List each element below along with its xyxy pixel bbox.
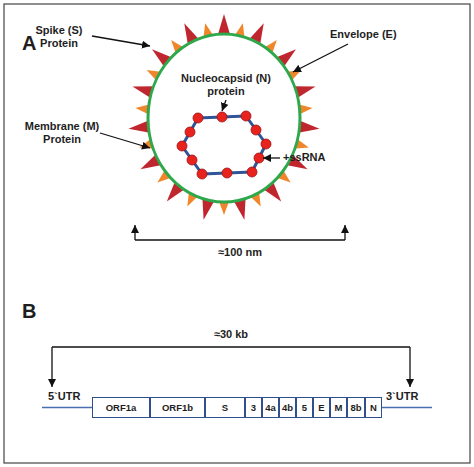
- gene-box: E: [313, 397, 330, 418]
- part-label: Membrane (M) Protein: [22, 120, 102, 146]
- gene-name: N: [370, 402, 377, 413]
- nucleocapsid-protein: [177, 141, 187, 151]
- leader-lines: [92, 36, 348, 158]
- viral-envelope: [148, 34, 300, 202]
- bracket-arrow: [51, 347, 52, 387]
- gene-name: 4a: [265, 402, 276, 413]
- part-label: +ssRNA: [283, 151, 343, 164]
- gene-box: 5: [296, 397, 313, 418]
- bracket-arrow: [409, 347, 410, 387]
- nucleocapsid-dots: [177, 111, 271, 179]
- length-bracket: [52, 347, 410, 387]
- region-label: 3`UTR: [386, 390, 436, 403]
- nucleocapsid-protein: [254, 153, 264, 163]
- gene-box: S: [205, 397, 245, 418]
- nucleocapsid-protein: [251, 125, 261, 135]
- gene-box: 4b: [279, 397, 296, 418]
- gene-name: M: [335, 402, 343, 413]
- bracket-arrow: [134, 225, 135, 240]
- part-label: Nucleocapsid (N) protein: [176, 72, 276, 98]
- nucleocapsid-protein: [187, 155, 197, 165]
- nucleocapsid-protein: [193, 113, 203, 123]
- gene-box: N: [365, 397, 382, 418]
- gene-name: E: [318, 402, 324, 413]
- gene-name: ORF1b: [162, 402, 193, 413]
- gene-name: 8b: [350, 402, 361, 413]
- nucleocapsid-protein: [261, 139, 271, 149]
- nucleocapsid-protein: [222, 168, 232, 178]
- part-label: Envelope (E): [330, 28, 430, 41]
- gene-name: S: [222, 402, 228, 413]
- panel-letter: B: [22, 300, 52, 322]
- gene-box: 8b: [347, 397, 365, 418]
- leader-arrow: [92, 36, 150, 46]
- figure-frame: [4, 4, 470, 463]
- nucleocapsid-protein: [185, 127, 195, 137]
- nucleocapsid-protein: [241, 111, 251, 121]
- nucleocapsid-protein: [197, 169, 207, 179]
- gene-name: 4b: [282, 402, 293, 413]
- leader-arrow: [293, 44, 348, 72]
- rna-genome-ring: [182, 116, 266, 174]
- bracket-line: [135, 239, 345, 240]
- leader-arrow: [263, 157, 280, 158]
- gene-box: 4a: [262, 397, 279, 418]
- region-label: 5`UTR: [48, 390, 92, 403]
- gene-box: ORF1b: [150, 397, 205, 418]
- dimension-label: ≈30 kb: [181, 328, 281, 341]
- gene-box: ORF1a: [92, 397, 150, 418]
- part-label: Spike (S) Protein: [28, 24, 90, 50]
- bracket-line: [52, 346, 410, 347]
- gene-name: 5: [302, 402, 307, 413]
- nucleocapsid-protein: [247, 167, 257, 177]
- dimension-label: ≈100 nm: [190, 246, 290, 259]
- gene-box: 3: [245, 397, 262, 418]
- nucleocapsid-protein: [217, 112, 227, 122]
- leader-arrow: [222, 100, 226, 111]
- spike-layer: [129, 14, 320, 220]
- gene-box: M: [330, 397, 347, 418]
- leader-arrow: [100, 133, 150, 148]
- bracket-arrow: [344, 225, 345, 240]
- gene-name: ORF1a: [106, 402, 137, 413]
- gene-name: 3: [251, 402, 256, 413]
- size-bracket: [135, 225, 345, 240]
